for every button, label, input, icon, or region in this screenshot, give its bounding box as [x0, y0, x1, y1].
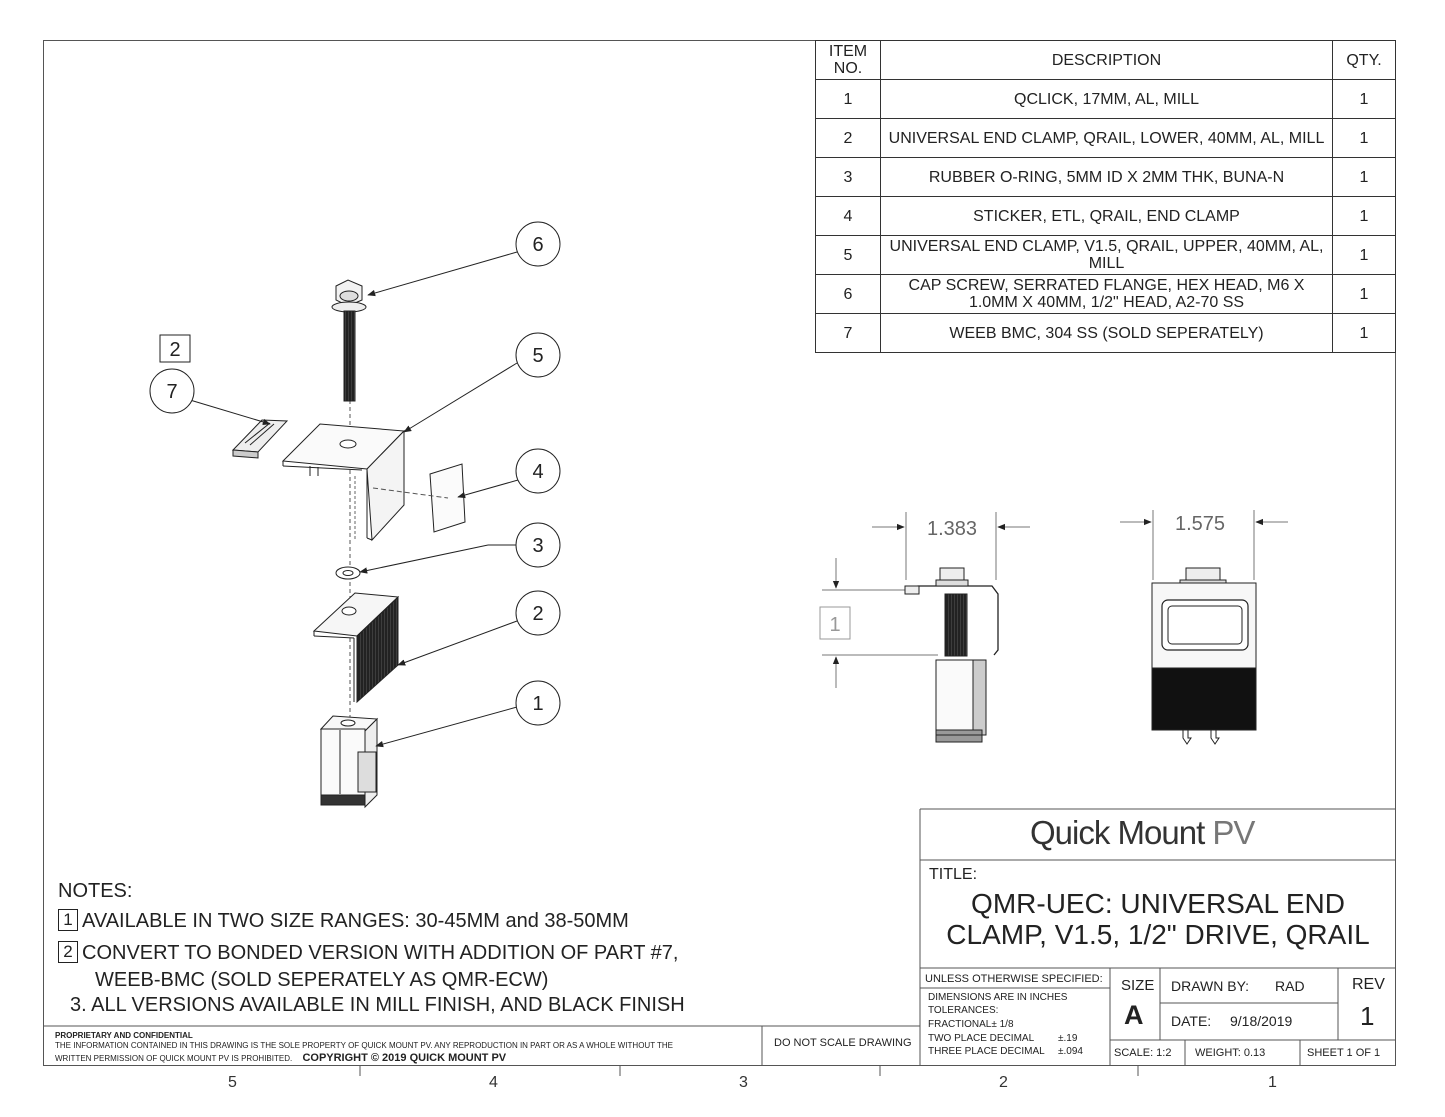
- o-ring-part: [335, 566, 361, 580]
- lower-clamp-part: [312, 592, 400, 704]
- balloon-7: 7: [166, 381, 177, 403]
- do-not-scale-note: DO NOT SCALE DRAWING: [774, 1037, 912, 1049]
- bom-header-row: ITEM NO. DESCRIPTION QTY.: [815, 40, 1396, 80]
- note-1-text: AVAILABLE IN TWO SIZE RANGES: 30-45MM an…: [82, 910, 629, 932]
- zone-3: 3: [739, 1074, 748, 1091]
- drawing-border: [43, 40, 1396, 1066]
- dimension-front-width: 1.575: [1175, 513, 1225, 535]
- logo-main-text: Quick Mount: [1030, 814, 1213, 851]
- size-value: A: [1124, 1000, 1144, 1030]
- proprietary-heading: PROPRIETARY AND CONFIDENTIAL: [55, 1031, 193, 1040]
- balloon-6: 6: [532, 234, 543, 256]
- size-label: SIZE: [1121, 977, 1155, 994]
- table-row: 7 WEEB BMC, 304 SS (SOLD SEPERATELY) 1: [815, 313, 1396, 353]
- sheet-text: SHEET 1 OF 1: [1307, 1047, 1381, 1059]
- bill-of-materials: ITEM NO. DESCRIPTION QTY. 1 QCLICK, 17MM…: [815, 40, 1396, 353]
- exploded-view: [149, 221, 561, 809]
- weeb-part: [231, 419, 289, 459]
- front-view: [1120, 510, 1288, 745]
- scale-text: SCALE: 1:2: [1114, 1047, 1172, 1059]
- note-flag-2: 2: [169, 339, 180, 361]
- dims-in-inches: DIMENSIONS ARE IN INCHES: [928, 992, 1068, 1003]
- dimension-side-width: 1.383: [927, 518, 977, 540]
- unless-specified: UNLESS OTHERWISE SPECIFIED:: [925, 973, 1103, 985]
- side-view: [819, 512, 1030, 743]
- table-row: 3 RUBBER O-RING, 5MM ID X 2MM THK, BUNA-…: [815, 157, 1396, 197]
- bom-item: 7: [815, 313, 881, 353]
- balloon-4: 4: [532, 461, 543, 483]
- three-place-label: THREE PLACE DECIMAL: [928, 1046, 1045, 1057]
- title-label: TITLE:: [929, 866, 978, 883]
- note-2-continued: WEEB-BMC (SOLD SEPERATELY AS QMR-ECW): [95, 969, 549, 991]
- fractional-tolerance: FRACTIONAL± 1/8: [928, 1019, 1014, 1030]
- balloon-1: 1: [532, 693, 543, 715]
- note-2-text: CONVERT TO BONDED VERSION WITH ADDITION …: [82, 942, 679, 964]
- bom-description: UNIVERSAL END CLAMP, V1.5, QRAIL, UPPER,…: [880, 235, 1333, 275]
- balloon-3: 3: [532, 535, 543, 557]
- bom-header-description: DESCRIPTION: [880, 40, 1333, 80]
- drawn-by-label: DRAWN BY:: [1171, 978, 1250, 994]
- title-block-grid: [43, 808, 1396, 1076]
- three-place-value: ±.094: [1058, 1046, 1083, 1057]
- note-3: 3. ALL VERSIONS AVAILABLE IN MILL FINISH…: [70, 994, 685, 1016]
- two-place-value: ±.19: [1058, 1033, 1078, 1044]
- bom-qty: 1: [1332, 196, 1396, 236]
- bom-item: 2: [815, 118, 881, 158]
- tolerances-label: TOLERANCES:: [928, 1005, 999, 1016]
- note-1-flag: 1: [58, 909, 78, 931]
- sticker-part: [372, 463, 466, 533]
- proprietary-text: WRITTEN PERMISSION OF QUICK MOUNT PV IS …: [55, 1054, 293, 1063]
- bom-qty: 1: [1332, 313, 1396, 353]
- table-row: 1 QCLICK, 17MM, AL, MILL 1: [815, 79, 1396, 119]
- notes-heading: NOTES:: [58, 880, 133, 902]
- dimension-height-flag: 1: [829, 614, 840, 636]
- date-value: 9/18/2019: [1230, 1013, 1293, 1029]
- title-line-1: QMR-UEC: UNIVERSAL END: [971, 888, 1345, 919]
- bom-description: WEEB BMC, 304 SS (SOLD SEPERATELY): [880, 313, 1333, 353]
- table-row: 6 CAP SCREW, SERRATED FLANGE, HEX HEAD, …: [815, 274, 1396, 314]
- quick-mount-logo: Quick Mount PV: [1030, 814, 1255, 852]
- logo-pv-text: PV: [1212, 814, 1255, 851]
- balloon-2: 2: [532, 603, 543, 625]
- drawing-title: QMR-UEC: UNIVERSAL END CLAMP, V1.5, 1/2"…: [921, 888, 1395, 950]
- bom-item: 6: [815, 274, 881, 314]
- bom-item: 4: [815, 196, 881, 236]
- rev-label: REV: [1352, 976, 1385, 993]
- rev-value: 1: [1360, 1001, 1375, 1031]
- bom-description: CAP SCREW, SERRATED FLANGE, HEX HEAD, M6…: [880, 274, 1333, 314]
- bom-description: UNIVERSAL END CLAMP, QRAIL, LOWER, 40MM,…: [880, 118, 1333, 158]
- bom-header-qty: QTY.: [1332, 40, 1396, 80]
- table-row: 2 UNIVERSAL END CLAMP, QRAIL, LOWER, 40M…: [815, 118, 1396, 158]
- copyright-text: COPYRIGHT © 2019 QUICK MOUNT PV: [302, 1052, 507, 1064]
- cap-screw-part: [331, 279, 367, 402]
- bom-description: QCLICK, 17MM, AL, MILL: [880, 79, 1333, 119]
- upper-clamp-part: [281, 423, 406, 542]
- bom-description: RUBBER O-RING, 5MM ID X 2MM THK, BUNA-N: [880, 157, 1333, 197]
- title-line-2: CLAMP, V1.5, 1/2" DRIVE, QRAIL: [946, 919, 1370, 950]
- weight-text: WEIGHT: 0.13: [1195, 1047, 1266, 1059]
- note-2-flag: 2: [58, 941, 78, 963]
- table-row: 5 UNIVERSAL END CLAMP, V1.5, QRAIL, UPPE…: [815, 235, 1396, 275]
- proprietary-line-2: WRITTEN PERMISSION OF QUICK MOUNT PV IS …: [55, 1052, 506, 1065]
- drawn-by-value: RAD: [1275, 978, 1305, 994]
- date-label: DATE:: [1171, 1013, 1212, 1029]
- qclick-part: [319, 715, 379, 809]
- zone-4: 4: [489, 1074, 498, 1091]
- balloon-5: 5: [532, 345, 543, 367]
- two-place-label: TWO PLACE DECIMAL: [928, 1033, 1035, 1044]
- zone-1: 1: [1268, 1074, 1277, 1091]
- proprietary-line-1: THE INFORMATION CONTAINED IN THIS DRAWIN…: [55, 1041, 674, 1050]
- zone-2: 2: [999, 1074, 1008, 1091]
- zone-5: 5: [228, 1074, 237, 1091]
